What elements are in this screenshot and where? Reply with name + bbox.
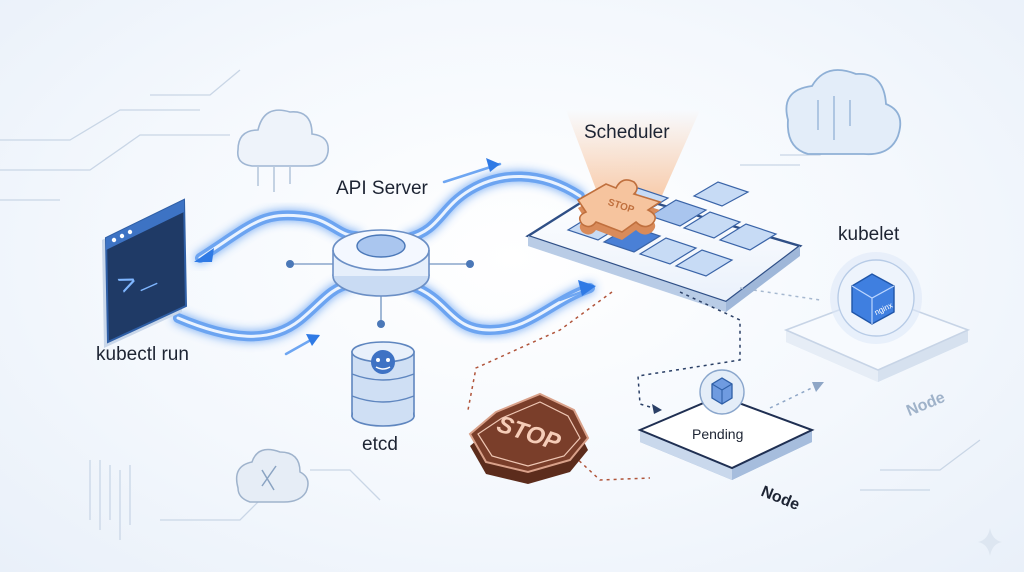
sparkle-icon xyxy=(978,528,1002,556)
puzzle-icon: STOP xyxy=(576,179,662,240)
scheduler-label: Scheduler xyxy=(584,122,670,143)
etcd-label: etcd xyxy=(362,434,398,455)
flow-arrows xyxy=(173,162,595,356)
cloud-icon xyxy=(785,69,902,156)
kubelet-label: kubelet xyxy=(838,224,900,245)
kubelet-node: nginx xyxy=(783,252,971,382)
cloud-icon xyxy=(236,109,329,192)
kubectl-label: kubectl run xyxy=(96,344,189,365)
terminal-icon: >_ xyxy=(102,198,188,348)
cloud-icon xyxy=(235,448,309,503)
stop-sign-icon xyxy=(468,392,590,484)
database-icon xyxy=(351,341,415,427)
api-server-icon xyxy=(286,229,474,328)
arrow-heads xyxy=(194,158,596,346)
arrow-to-pending xyxy=(652,404,662,414)
dotted-connectors xyxy=(467,287,821,481)
pending-label: Pending xyxy=(692,426,744,442)
api-server-label: API Server xyxy=(336,178,428,199)
pending-node xyxy=(637,369,815,480)
scheduler-spotlight xyxy=(566,110,700,200)
arrow-to-node xyxy=(812,382,824,392)
background-circuits xyxy=(0,69,981,540)
